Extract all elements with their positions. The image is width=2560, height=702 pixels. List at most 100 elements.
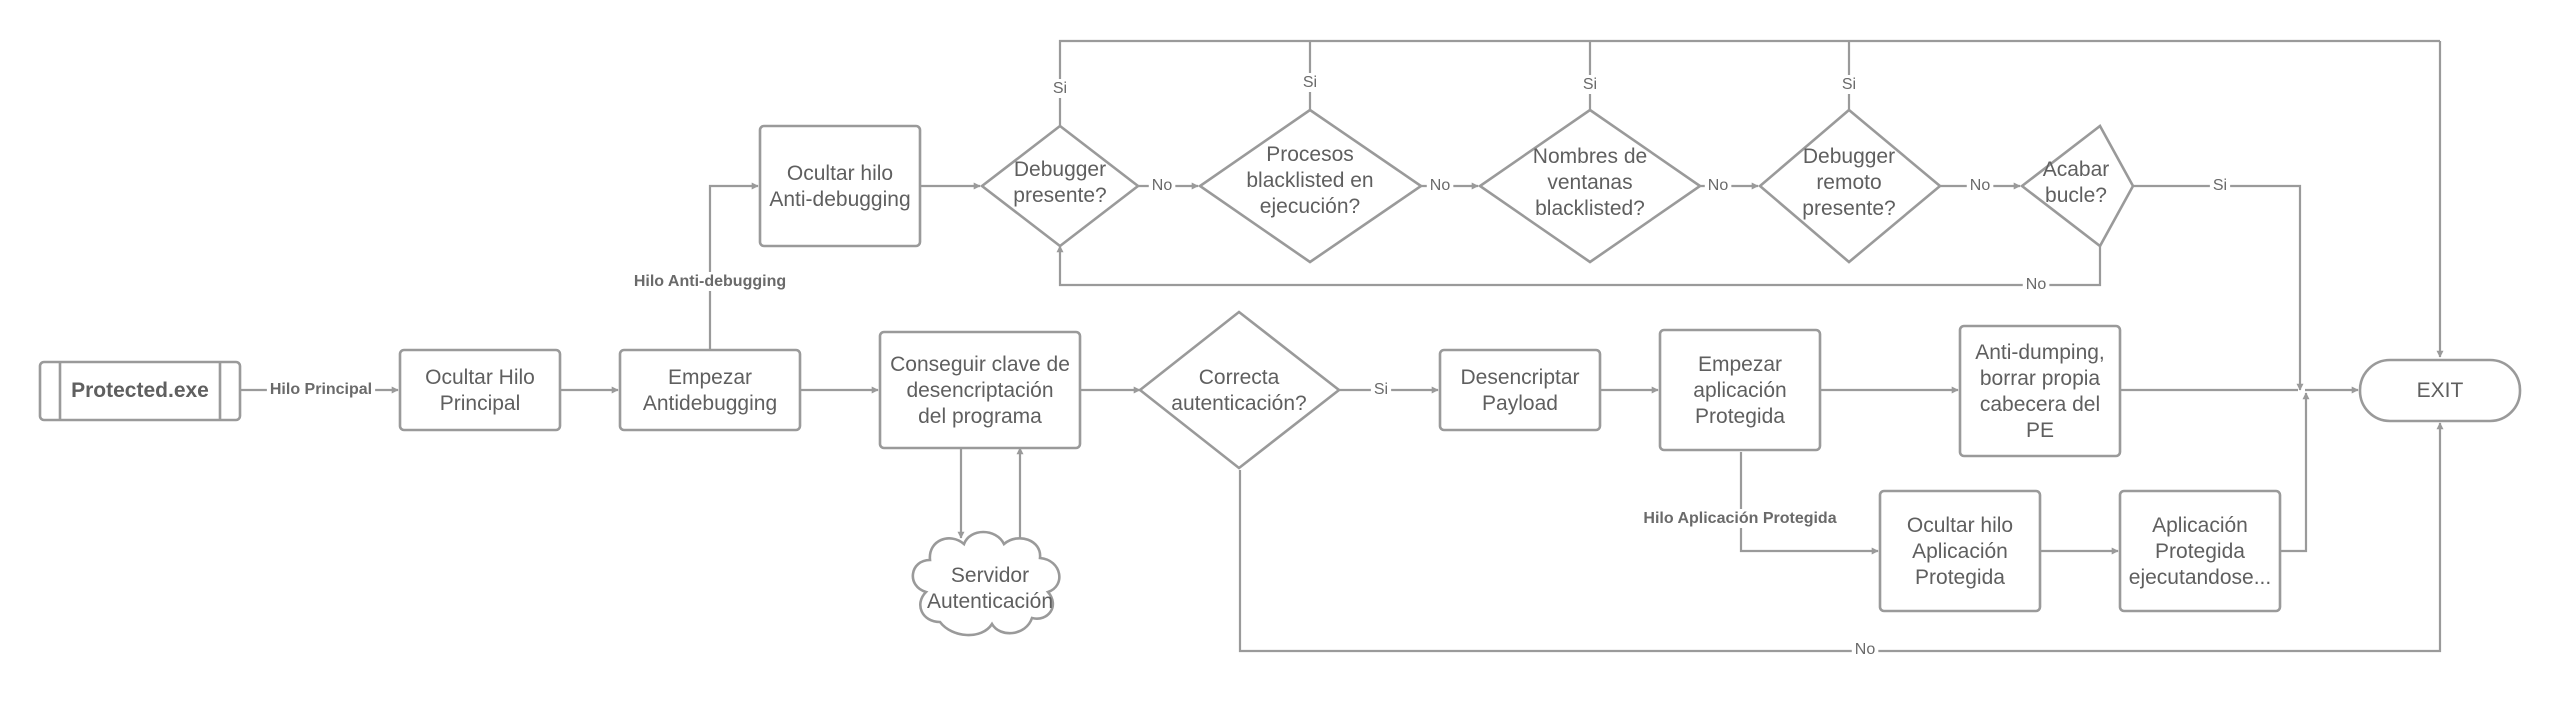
- node-label-line: Aplicación: [1912, 540, 2008, 563]
- edge-si-debugger: [1058, 39, 2440, 126]
- node-label-line: Protegida: [1915, 566, 2005, 589]
- edge-label-hilo-principal: Hilo Principal: [266, 380, 376, 399]
- edge-label-no-correcta: No: [1851, 640, 1879, 659]
- edge-label-no-debugger: No: [1148, 176, 1176, 195]
- node-label-line: Ocultar Hilo: [425, 366, 535, 389]
- svg-text:Si: Si: [2213, 177, 2227, 194]
- node-servidor-autenticacion-cloud: [911, 530, 1061, 637]
- node-debugger-remoto: [1757, 108, 1943, 264]
- node-label-line: Procesos: [1266, 143, 1354, 166]
- node-nombres-ventanas: [1477, 108, 1703, 264]
- edge-label-si-nombres: Si: [1579, 75, 1601, 94]
- node-label-exit: EXIT: [2417, 379, 2464, 402]
- svg-text:Hilo Aplicación Protegida: Hilo Aplicación Protegida: [1643, 510, 1836, 527]
- svg-text:No: No: [2026, 276, 2047, 293]
- node-label-line: remoto: [1816, 171, 1881, 194]
- node-label-line: Desencriptar: [1460, 366, 1579, 389]
- node-label-line: borrar propia: [1980, 367, 2101, 390]
- node-desencriptar-payload: [1438, 348, 1602, 432]
- node-label-line: autenticación?: [1171, 392, 1306, 415]
- node-label-line: blacklisted en: [1246, 169, 1373, 192]
- node-label-line: bucle?: [2045, 184, 2107, 207]
- node-exit: [2358, 358, 2522, 423]
- svg-text:No: No: [1855, 641, 1876, 658]
- node-ocultar-hilo-antidebugging: [758, 124, 922, 248]
- edge-empezar-to-hilo-app: [1739, 452, 1879, 555]
- edge-label-si-remoto: Si: [1838, 75, 1860, 94]
- svg-text:Hilo Principal: Hilo Principal: [270, 381, 372, 398]
- node-label-debugger-presente: Debugger presente?: [1013, 158, 1106, 207]
- node-label-conseguir-clave: Conseguir clave de desencriptación del pro…: [890, 353, 1070, 428]
- node-label-line: ejecución?: [1260, 195, 1360, 218]
- svg-text:Si: Si: [1583, 76, 1597, 93]
- edge-label-si-debugger: Si: [1049, 79, 1071, 98]
- node-label-line: Autenticación: [927, 590, 1053, 613]
- edge-label-no-nombres: No: [1704, 176, 1732, 195]
- node-label-line: del programa: [918, 405, 1042, 428]
- edge-label-hilo-antidebugging: Hilo Anti-debugging: [630, 272, 790, 291]
- node-label-line: Conseguir clave de: [890, 353, 1070, 376]
- node-label-line: Correcta: [1199, 366, 1280, 389]
- node-label-line: Aplicación: [2152, 514, 2248, 537]
- edge-si-acabar: [2133, 184, 2304, 391]
- svg-text:Si: Si: [1303, 74, 1317, 91]
- node-label-line: presente?: [1802, 197, 1895, 220]
- edge-empezar-to-hilo-antidebug: [708, 182, 759, 350]
- node-label-line: ejecutandose...: [2129, 566, 2271, 589]
- node-label-line: Empezar: [1698, 353, 1782, 376]
- node-label-line: Servidor: [951, 564, 1029, 587]
- node-label-line: Protegida: [2155, 540, 2245, 563]
- node-label-line: presente?: [1013, 184, 1106, 207]
- node-label-line: Ocultar hilo: [1907, 514, 2013, 537]
- node-label-line: Anti-debugging: [769, 188, 910, 211]
- node-debugger-presente: [979, 124, 1141, 248]
- edge-label-si-acabar: Si: [2209, 176, 2231, 195]
- node-label-line: desencriptación: [906, 379, 1053, 402]
- svg-text:Si: Si: [1374, 381, 1388, 398]
- node-label-line: Antidebugging: [643, 392, 777, 415]
- node-label-line: cabecera del: [1980, 393, 2100, 416]
- node-empezar-antidebugging: [618, 348, 802, 432]
- node-label-line: Anti-dumping,: [1975, 341, 2105, 364]
- edge-label-no-acabar: No: [2022, 275, 2050, 294]
- node-label-line: Payload: [1482, 392, 1558, 415]
- node-protected-exe: [38, 360, 242, 422]
- node-aplicacion-ejecutandose: [2118, 489, 2282, 613]
- node-label-line: Debugger: [1014, 158, 1106, 181]
- node-label-procesos-blacklisted: Procesos blacklisted en ejecución?: [1246, 143, 1373, 218]
- node-label-line: Acabar: [2043, 158, 2110, 181]
- node-procesos-blacklisted: [1197, 108, 1424, 264]
- edge-label-no-remoto: No: [1966, 176, 1994, 195]
- edge-no-to-exit: [1238, 422, 2444, 653]
- svg-text:Si: Si: [1053, 80, 1067, 97]
- node-conseguir-clave: [878, 330, 1082, 450]
- node-anti-dumping: [1958, 324, 2122, 458]
- node-label-line: EXIT: [2417, 379, 2464, 402]
- edge-label-si-correcta: Si: [1370, 380, 1392, 399]
- svg-text:Si: Si: [1842, 76, 1856, 93]
- node-label-line: aplicación: [1693, 379, 1786, 402]
- node-label-line: Principal: [440, 392, 521, 415]
- node-label-line: PE: [2026, 419, 2054, 442]
- edge-no-acabar: [1056, 245, 2102, 287]
- node-label-correcta-autenticacion: Correcta autenticación?: [1171, 366, 1306, 415]
- node-ocultar-hilo-principal: [398, 348, 562, 432]
- svg-text:Hilo Anti-debugging: Hilo Anti-debugging: [634, 273, 786, 290]
- node-label-line: blacklisted?: [1535, 197, 1645, 220]
- svg-text:No: No: [1970, 177, 1991, 194]
- edge-ejecutandose-to-exit: [2280, 392, 2310, 553]
- node-label-line: Empezar: [668, 366, 752, 389]
- edge-label-no-procesos: No: [1426, 176, 1454, 195]
